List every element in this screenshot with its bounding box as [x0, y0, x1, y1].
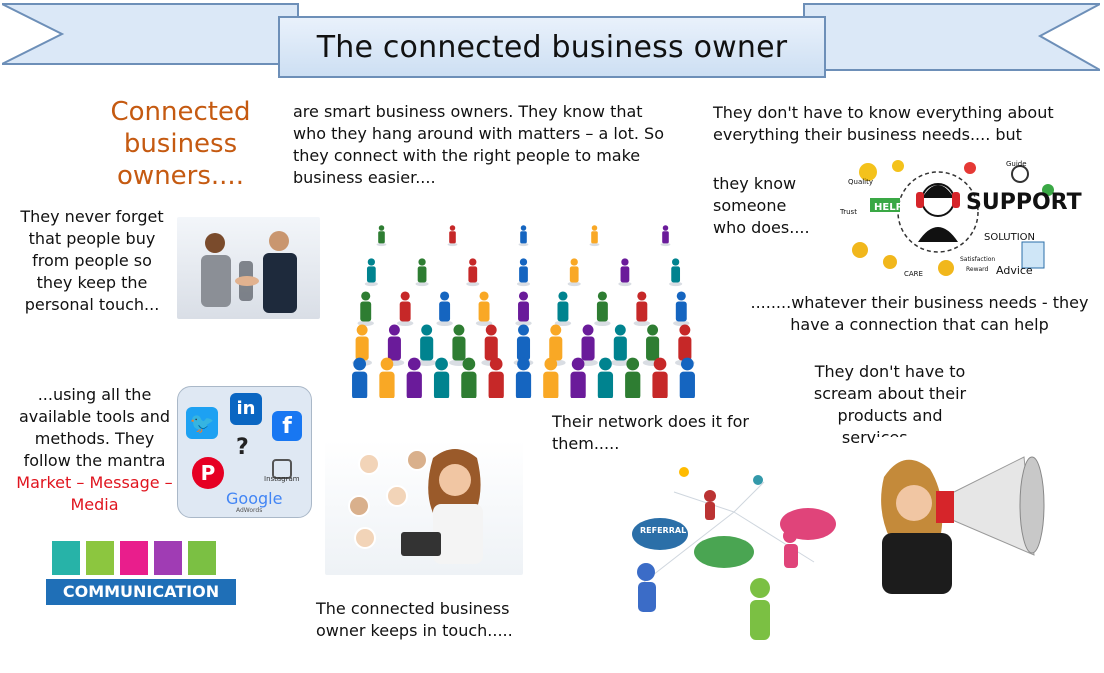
banner-right-tail	[803, 3, 1100, 71]
headset-icon	[52, 541, 80, 575]
instagram-icon	[272, 459, 292, 479]
intro-heading: Connected business owners....	[110, 97, 251, 191]
google-logo: Google	[226, 489, 283, 508]
help-sign: HELP	[874, 202, 903, 213]
trust-word: Trust	[840, 208, 857, 216]
reward-word: Reward	[966, 266, 989, 273]
crowd-figure	[436, 291, 453, 327]
facebook-icon: f	[272, 411, 302, 441]
crowd-figure	[516, 258, 531, 287]
crowd-figure	[570, 357, 586, 398]
crowd-figure	[376, 225, 387, 247]
support-word: SUPPORT	[966, 190, 1082, 215]
network-crowd-image	[346, 208, 701, 398]
care-word: CARE	[904, 270, 923, 278]
handshake-photo	[177, 217, 320, 319]
crowd-figure	[515, 357, 532, 398]
quality-word: Quality	[848, 178, 874, 186]
crowd-figure	[379, 357, 395, 398]
communication-label: COMMUNICATION	[46, 579, 236, 605]
chat-icon	[188, 541, 216, 575]
crowd-figure	[447, 225, 458, 247]
advice-word: Advice	[996, 264, 1033, 277]
support-text-top: They don't have to know everything about…	[713, 103, 1054, 144]
support-text-left: they know someone who does....	[713, 174, 810, 237]
woman-tablet-photo	[325, 440, 523, 575]
crowd-figure	[594, 291, 611, 327]
location-icon	[154, 541, 182, 575]
crowd-figure	[416, 324, 437, 366]
banner-left-tail	[2, 3, 299, 65]
crowd-figure	[625, 357, 641, 398]
megaphone-woman-photo	[874, 437, 1060, 594]
guide-word: Guide	[1006, 160, 1027, 168]
crowd-figure	[396, 291, 414, 327]
communication-graphic: COMMUNICATION	[46, 541, 236, 607]
personal-touch-text: They never forget that people buy from p…	[20, 207, 164, 314]
page-title: The connected business owner	[316, 29, 788, 65]
satisfaction-word: Satisfaction	[960, 256, 996, 263]
crowd-figure	[597, 357, 614, 398]
twitter-icon: 🐦	[186, 407, 218, 439]
crowd-figure	[589, 225, 600, 247]
crowd-figure	[488, 357, 504, 398]
crowd-figure	[357, 291, 374, 327]
crowd-figure	[660, 225, 671, 247]
crowd-figure	[364, 258, 378, 287]
crowd-figure	[543, 357, 559, 398]
keeps-touch-text: The connected business owner keeps in to…	[316, 599, 513, 640]
referral-bubble-label: REFERRAL	[640, 526, 687, 535]
support-illustration: HELP SUPPORT SOLUTION Advice CARE Qualit…	[838, 150, 1082, 280]
social-media-icons-panel: 🐦 in f ? P Instagram Google AdWords	[177, 386, 312, 518]
crowd-figure	[652, 357, 668, 398]
crowd-figure	[352, 357, 368, 398]
mantra-text: Market – Message – Media	[16, 473, 173, 514]
whatever-text: ........whatever their business needs - …	[750, 293, 1089, 334]
pinterest-icon: P	[192, 457, 224, 489]
solution-word: SOLUTION	[984, 232, 1036, 243]
instagram-label: Instagram	[264, 475, 300, 483]
crowd-figure	[679, 357, 695, 398]
crowd-figure	[669, 258, 683, 287]
question-mark-icon: ?	[236, 435, 249, 460]
scream-text: They don't have to scream about their pr…	[813, 362, 967, 447]
tools-text-lead: ...using all the available tools and met…	[18, 385, 171, 470]
crowd-figure	[461, 357, 477, 398]
crowd-figure	[618, 258, 632, 287]
crowd-figure	[406, 357, 422, 398]
linkedin-icon: in	[230, 393, 262, 425]
title-banner: The connected business owner	[278, 16, 826, 78]
crowd-figure	[518, 225, 529, 247]
crowd-figure	[633, 291, 651, 327]
crowd-figure	[515, 291, 532, 327]
crowd-figure	[433, 357, 450, 398]
adwords-label: AdWords	[236, 507, 263, 514]
crowd-figure	[466, 258, 480, 287]
crowd-figure	[610, 324, 631, 366]
phone-icon	[86, 541, 114, 575]
network-text: Their network does it for them.....	[552, 412, 749, 453]
crowd-figure	[415, 258, 429, 287]
crowd-figure	[475, 291, 493, 327]
crowd-figure	[554, 291, 572, 327]
email-icon	[120, 541, 148, 575]
crowd-figure	[673, 291, 690, 327]
crowd-figure	[675, 324, 695, 366]
referral-network-image: REFERRAL	[614, 452, 850, 650]
tools-text: ...using all the available tools and met…	[12, 384, 177, 516]
crowd-figure	[567, 258, 581, 287]
intro-body: are smart business owners. They know tha…	[293, 102, 664, 187]
